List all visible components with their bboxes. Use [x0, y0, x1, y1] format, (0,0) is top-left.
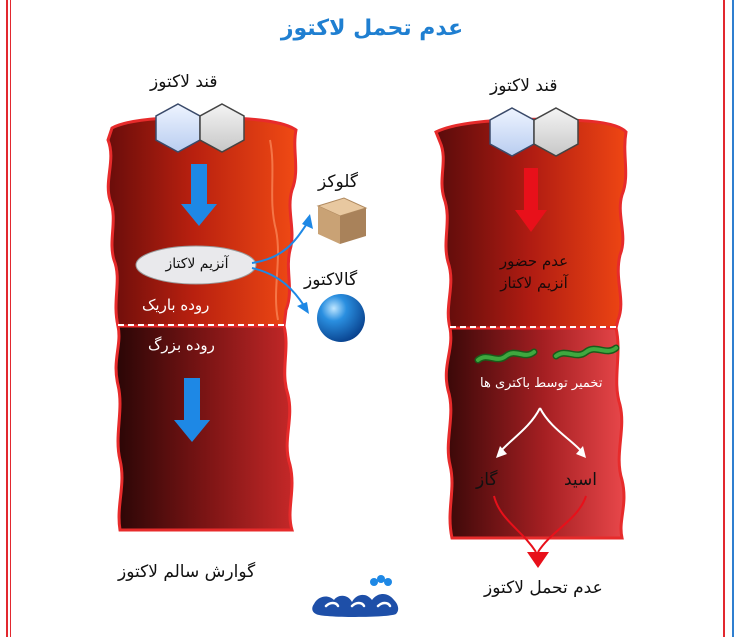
- intolerant-sugar-label: قند لاکتوز: [490, 76, 558, 96]
- acid-label: اسید: [564, 470, 598, 490]
- enzyme-ellipse: [135, 245, 257, 285]
- hexagon-pair-icon: [489, 107, 579, 157]
- page-title: عدم تحمل لاکتوز: [280, 16, 464, 41]
- large-intestine-label: روده بزرگ: [148, 336, 215, 354]
- left-frame-line-inner: [10, 0, 11, 637]
- bacteria-icon: [474, 344, 620, 364]
- small-intestine-label: روده باریک: [142, 296, 210, 314]
- blue-down-arrow-icon: [174, 378, 210, 442]
- blue-sphere-icon: [317, 294, 365, 342]
- healthy-caption: گوارش سالم لاکتوز: [118, 562, 256, 582]
- no-enzyme-label-line2: آنزیم لاکتاز: [500, 274, 568, 292]
- curved-arrow-to-galactose: [251, 267, 306, 308]
- sugar-cube-icon: [316, 197, 368, 244]
- fermentation-split-arrows: [499, 407, 583, 453]
- glucose-label: گلوکز: [318, 172, 358, 192]
- healthy-sugar-label: قند لاکتوز: [150, 72, 218, 92]
- red-down-arrow-icon: [515, 168, 547, 232]
- gas-label: گاز: [476, 470, 498, 490]
- intolerant-caption: عدم تحمل لاکتوز: [484, 578, 603, 598]
- hexagon-pair-icon: [155, 103, 245, 153]
- darmanet-logo-icon: [312, 575, 399, 617]
- no-enzyme-label-line1: عدم حضور: [499, 252, 569, 270]
- left-frame-line: [6, 0, 8, 637]
- right-frame-line-red: [723, 0, 725, 637]
- blue-down-arrow-icon: [181, 164, 217, 226]
- enzyme-label: آنزیم لاکتاز: [165, 256, 229, 272]
- bacteria-fermentation-label: تخمیر توسط باکتری ها: [480, 376, 603, 391]
- galactose-label: گالاکتوز: [304, 270, 358, 290]
- curved-arrow-to-glucose: [251, 221, 309, 264]
- right-frame-line-blue: [732, 0, 734, 637]
- converge-arrows: [493, 495, 587, 553]
